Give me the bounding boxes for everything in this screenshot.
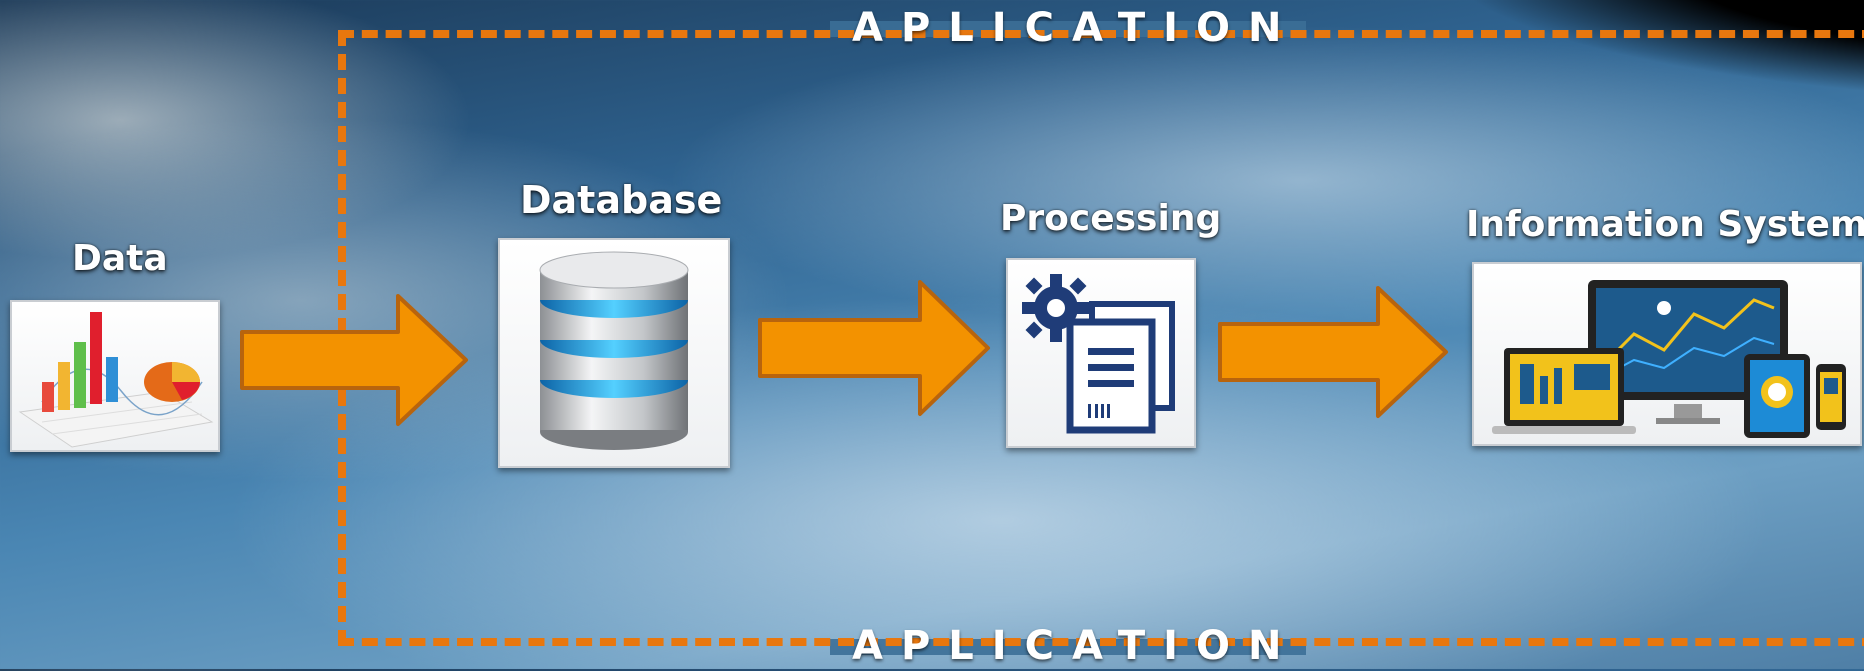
application-label-bottom: APLICATION <box>830 621 1306 671</box>
right-arrow-icon <box>240 294 468 426</box>
processing-box <box>1006 258 1196 448</box>
right-arrow-icon <box>1218 286 1448 418</box>
right-arrow-icon <box>758 280 990 416</box>
data-label: Data <box>72 238 168 279</box>
database-box <box>498 238 730 468</box>
database-label: Database <box>520 178 723 222</box>
application-label-top: APLICATION <box>830 3 1306 53</box>
multi-device-dashboard-icon <box>1492 280 1846 438</box>
information-system-label: Information System <box>1466 204 1864 245</box>
gear-document-icon <box>1022 274 1175 434</box>
processing-label: Processing <box>1000 198 1222 239</box>
information-system-box <box>1472 262 1862 446</box>
bar-pie-chart-icon <box>18 312 214 448</box>
data-box <box>10 300 220 452</box>
database-stack-icon <box>539 251 689 450</box>
